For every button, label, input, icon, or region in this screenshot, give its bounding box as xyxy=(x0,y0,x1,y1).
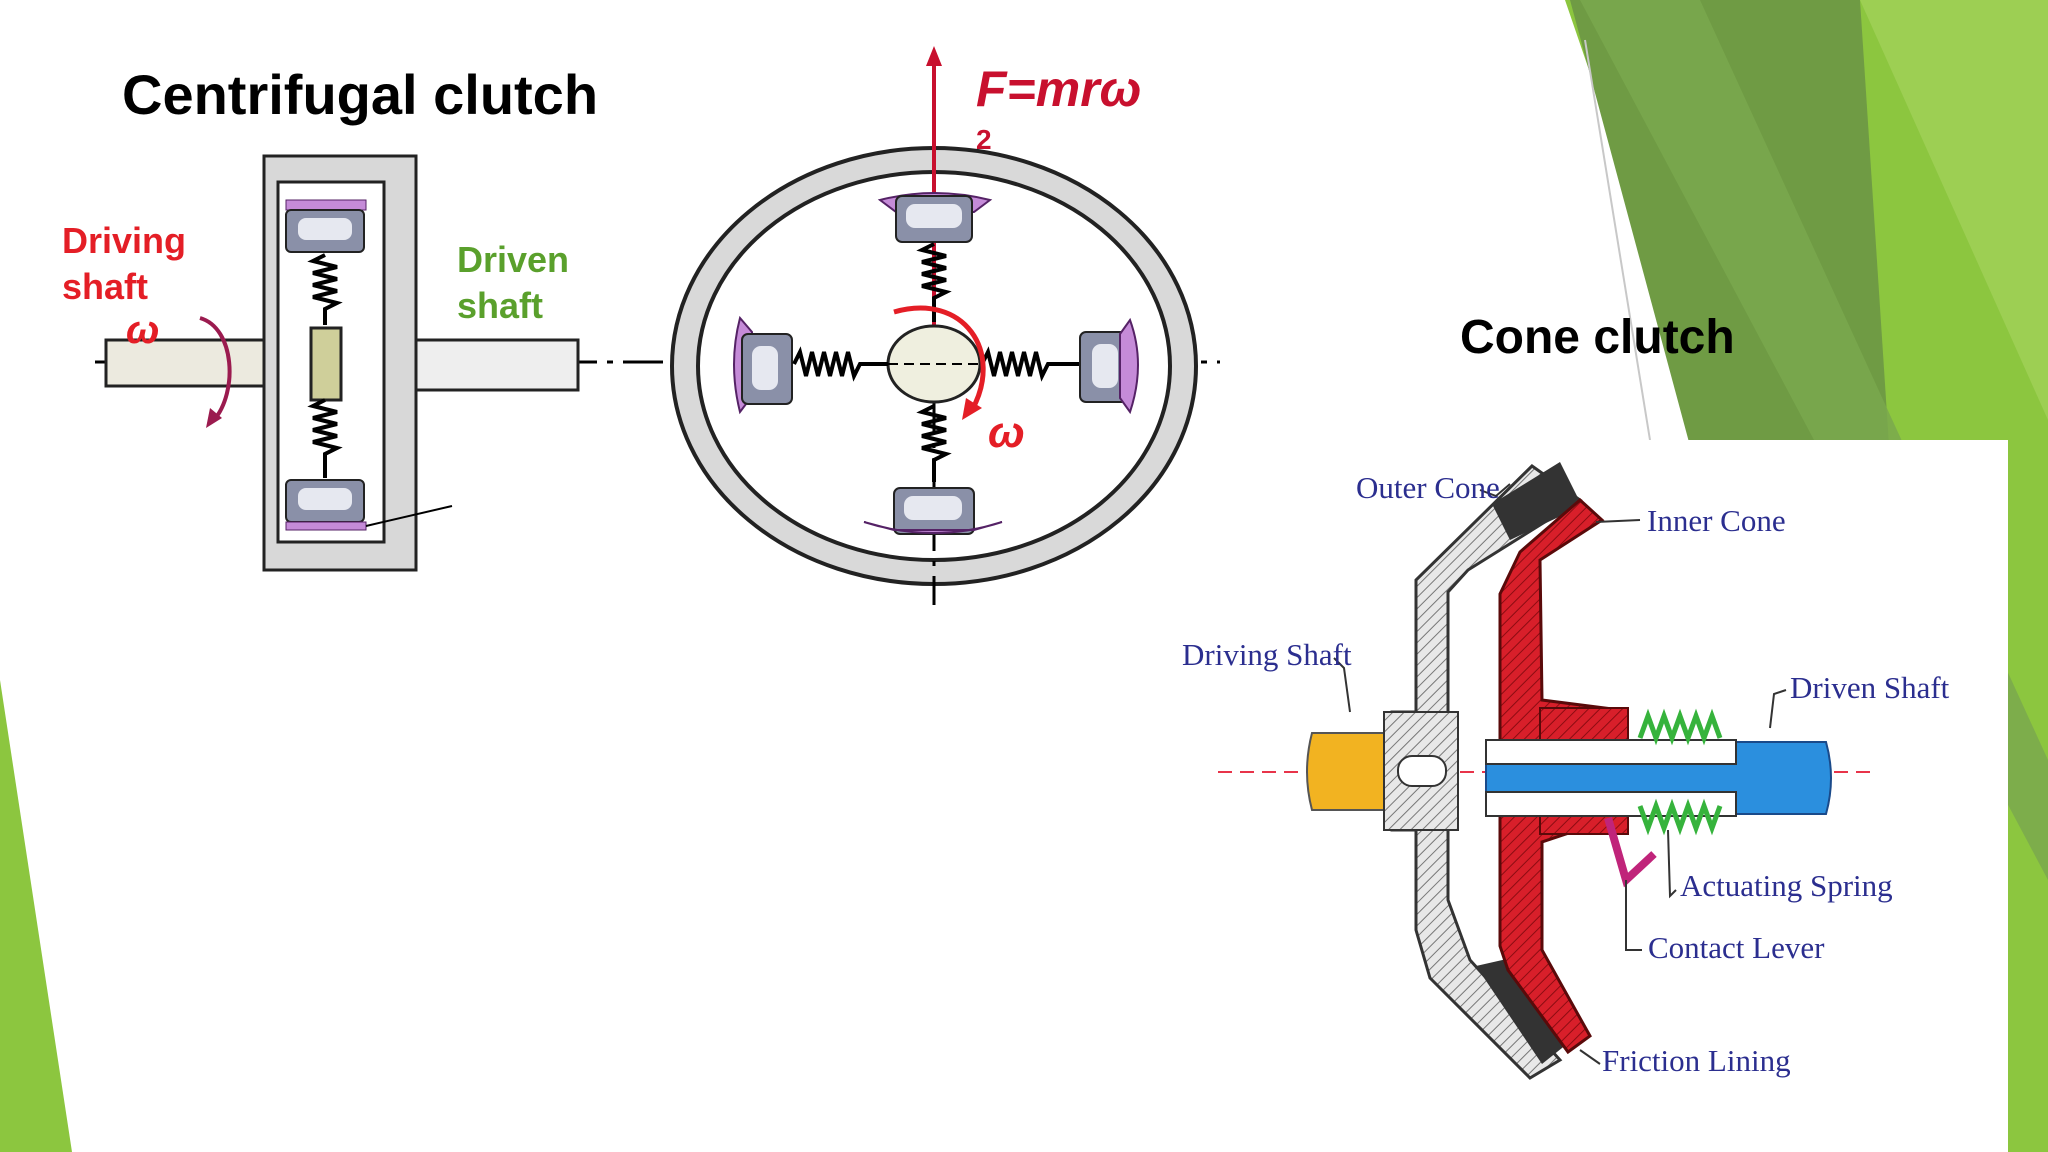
rotation-arrow-right xyxy=(893,305,986,412)
driving-shaft-label: Driving shaft xyxy=(62,220,187,307)
rotation-arrowhead-left xyxy=(206,408,222,428)
green-shape-left-bottom xyxy=(0,680,72,1152)
outer-cone-lining-top xyxy=(1492,462,1582,540)
friction-lining-label: Friction Lining xyxy=(1602,1043,1791,1078)
outer-cone-label: Outer Cone xyxy=(1356,470,1500,505)
leader-actuating-spring xyxy=(1667,829,1677,899)
driven-shaft-body xyxy=(414,338,580,392)
front-right-lining xyxy=(1119,317,1139,415)
driven-shaft-sleeve xyxy=(1485,739,1737,765)
leader-driving-shaft xyxy=(1333,657,1351,713)
front-left-spring xyxy=(792,346,888,382)
leader-contact-lever xyxy=(1625,880,1642,951)
cone-hub-slot xyxy=(1397,755,1447,787)
inner-cone-label: Inner Cone xyxy=(1647,503,1786,538)
leader-line xyxy=(365,505,453,527)
front-top-shoe-highlight xyxy=(906,204,962,228)
centrifugal-clutch-title: Centrifugal clutch xyxy=(122,63,599,126)
actuating-spring-bottom xyxy=(1637,798,1723,836)
actuating-spring-top xyxy=(1637,708,1723,746)
driven-shaft-label: Driven shaft xyxy=(457,239,570,326)
omega-label-left: ω xyxy=(126,308,160,352)
contact-lever-label: Contact Lever xyxy=(1648,930,1825,965)
green-shape-right-top xyxy=(1860,0,2048,420)
cone-clutch-title: Cone clutch xyxy=(1460,311,1735,364)
omega-label-right: ω xyxy=(988,408,1025,457)
leader-friction-lining xyxy=(1579,1049,1601,1065)
driven-shaft-sleeve-bottom xyxy=(1485,791,1737,817)
force-arrowhead xyxy=(926,46,942,66)
front-left-shoe-highlight xyxy=(752,346,778,390)
front-right-spring xyxy=(980,346,1080,382)
actuating-spring-label: Actuating Spring xyxy=(1680,868,1893,903)
top-spring xyxy=(307,253,343,325)
bottom-spring xyxy=(307,398,343,478)
leader-inner-cone xyxy=(1595,519,1641,523)
cone-driven-shaft-label: Driven Shaft xyxy=(1790,670,1950,705)
cone-driving-shaft-label: Driving Shaft xyxy=(1182,637,1352,672)
front-bottom-lining xyxy=(863,521,1003,534)
hub xyxy=(309,326,343,402)
front-bottom-spring xyxy=(916,404,952,482)
leader-outer-cone xyxy=(1479,483,1511,498)
outer-cone-lining-bottom xyxy=(1476,956,1572,1064)
leader-driven-shaft xyxy=(1769,689,1787,729)
thin-divider-line xyxy=(1584,39,1651,441)
front-right-shoe-highlight xyxy=(1092,344,1118,388)
front-bottom-shoe-highlight xyxy=(904,496,962,520)
bottom-shoe-highlight xyxy=(298,488,352,510)
force-formula-label: F=mrω xyxy=(976,61,1142,117)
rotation-arrow-left xyxy=(199,316,232,422)
outer-cone xyxy=(1390,464,1583,1080)
force-exponent-label: 2 xyxy=(976,124,992,155)
front-top-spring xyxy=(916,242,952,322)
top-shoe-highlight xyxy=(298,218,352,240)
cone-driving-shaft xyxy=(1306,732,1393,811)
rotation-arrowhead-right xyxy=(962,398,982,420)
